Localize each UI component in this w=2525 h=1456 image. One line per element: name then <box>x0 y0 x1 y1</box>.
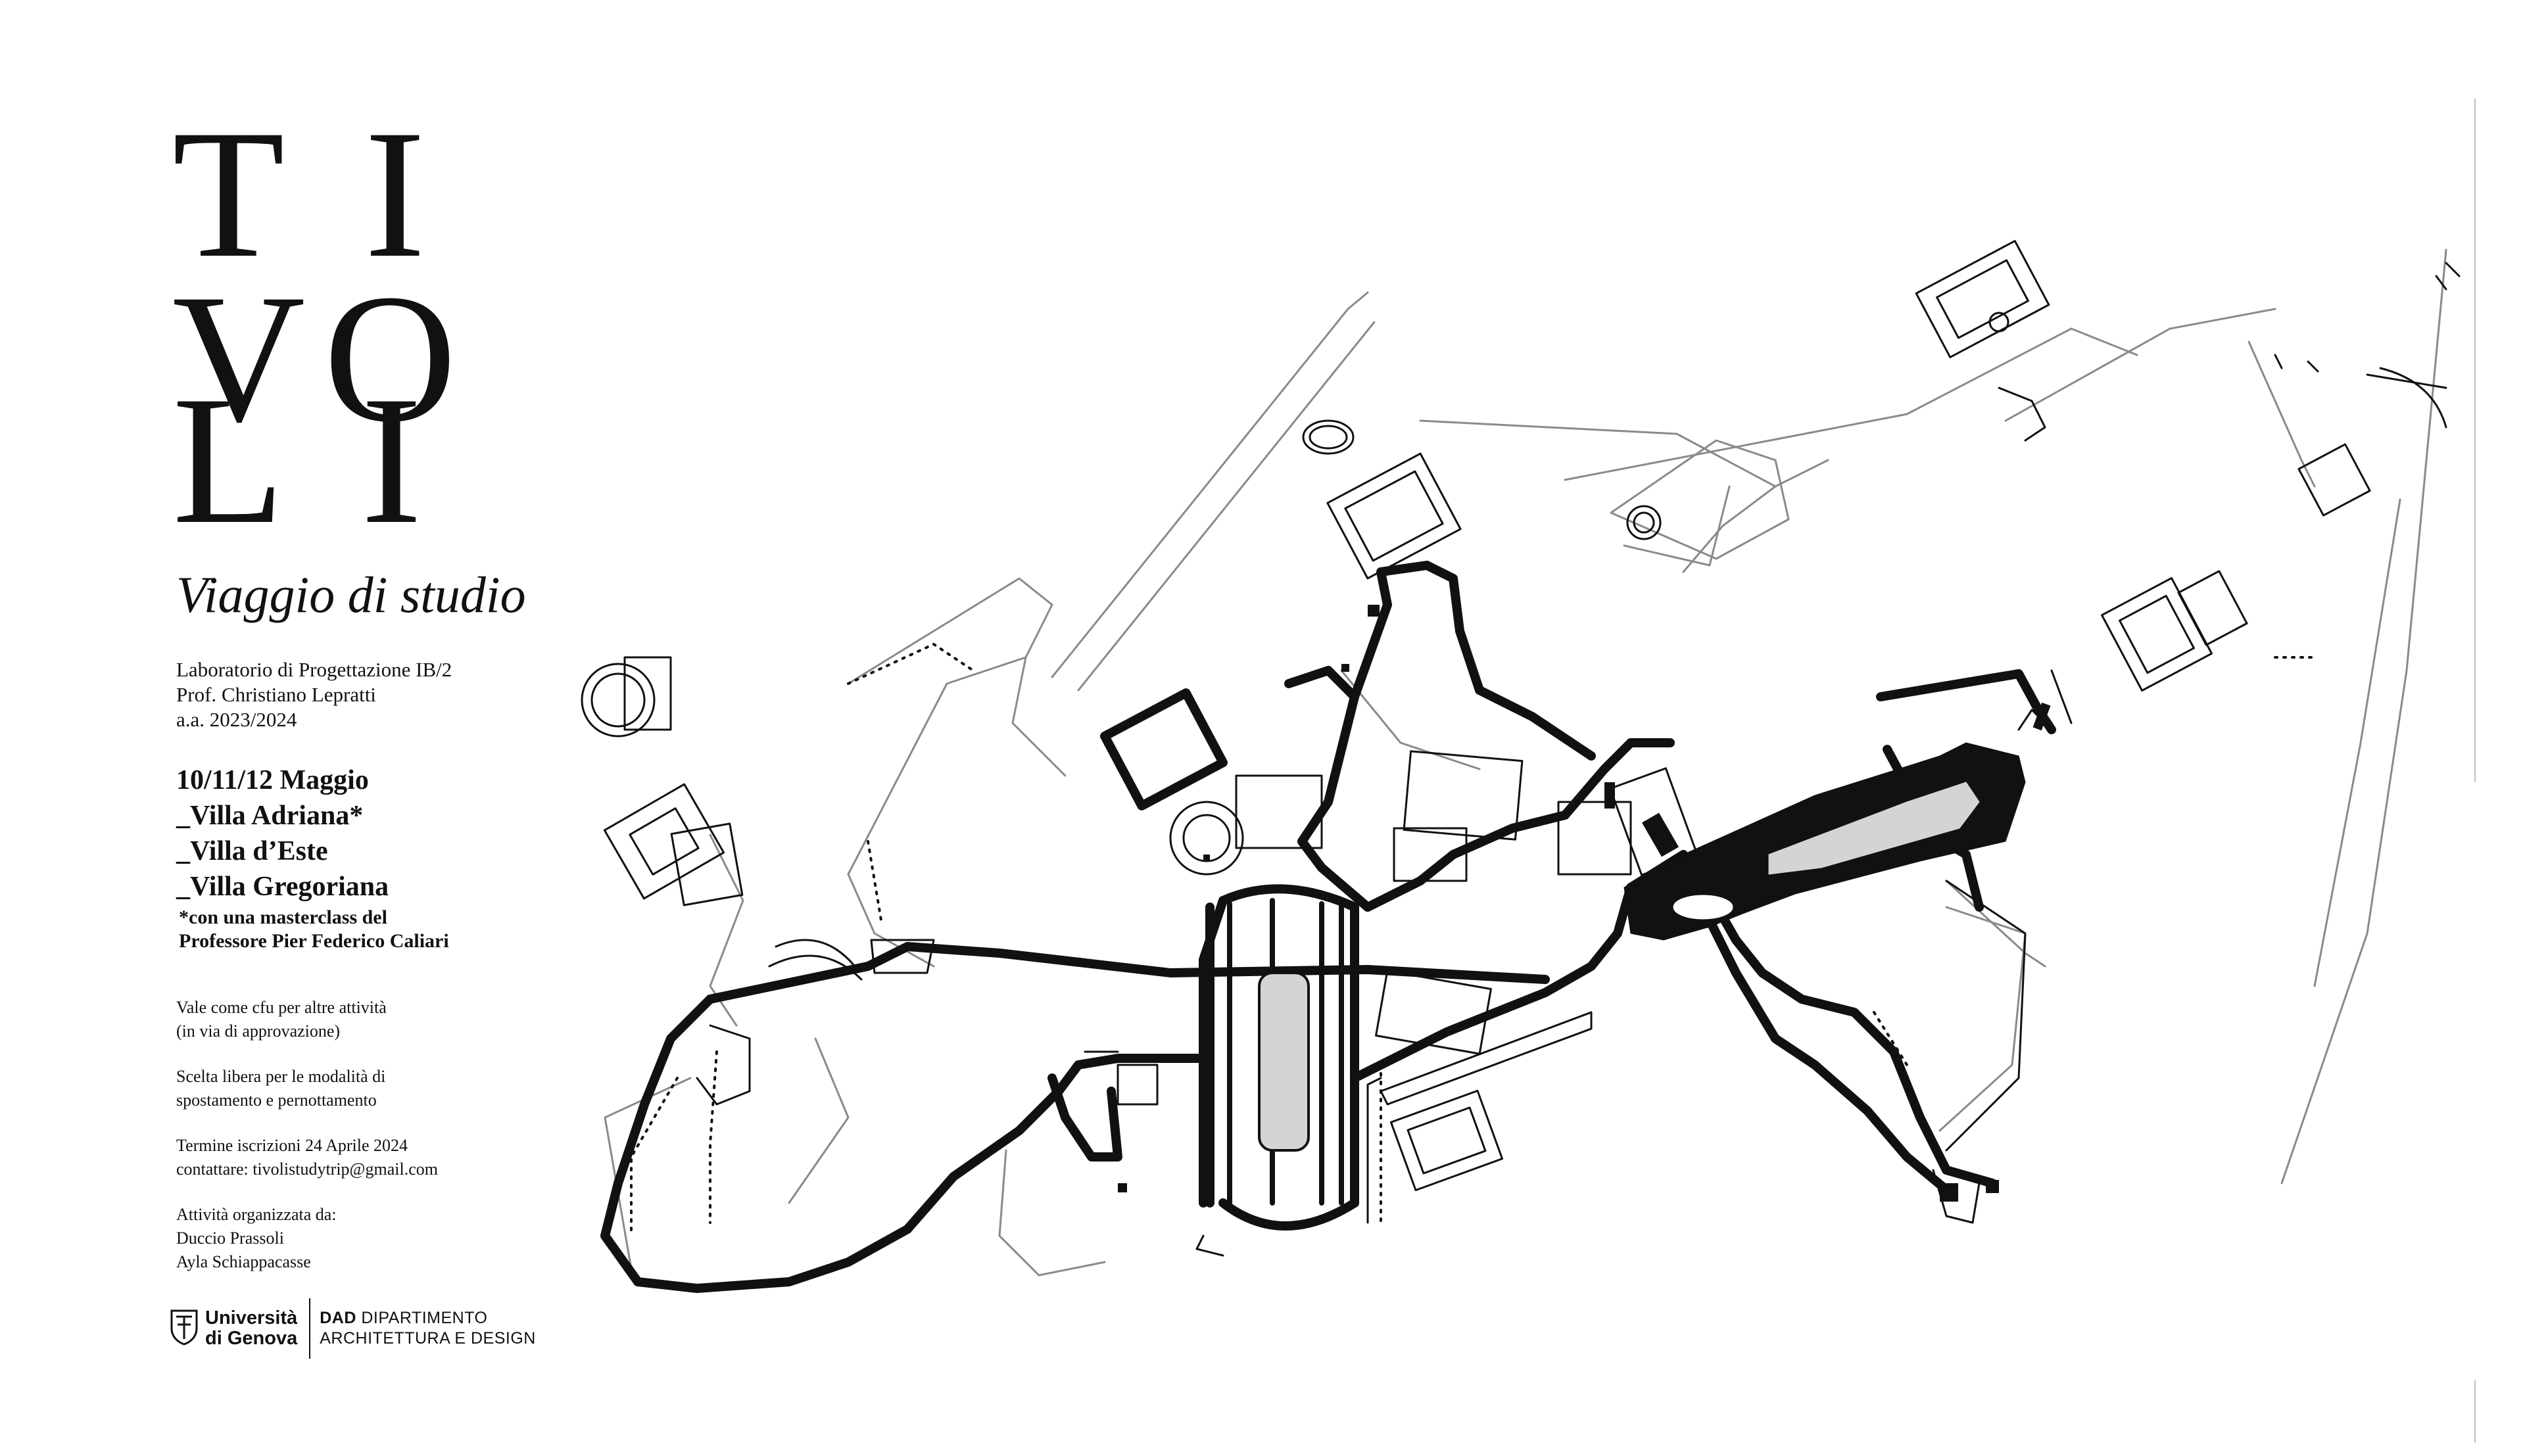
unige-name-line: Università <box>205 1307 298 1328</box>
long-basin <box>1623 742 2026 941</box>
organizer-name: Ayla Schiappacasse <box>176 1252 311 1271</box>
main-paths <box>600 561 2056 1293</box>
contact-email: contattare: tivolistudytrip@gmail.com <box>176 1160 438 1179</box>
organizers: Attività organizzata da: Duccio Prassoli… <box>176 1203 337 1274</box>
building-outlines <box>581 240 2461 1257</box>
registration-note: Termine iscrizioni 24 Aprile 2024 contat… <box>176 1134 438 1181</box>
course-professor: Prof. Christiano Lepratti <box>176 683 376 706</box>
title-line-1: T I <box>172 91 445 296</box>
course-info: Laboratorio di Progettazione IB/2 Prof. … <box>176 657 452 732</box>
title-line-2: VO <box>172 256 475 460</box>
organizer-name: Duccio Prassoli <box>176 1229 284 1248</box>
dad-abbr: DAD <box>320 1309 356 1327</box>
square-court <box>1100 688 1228 810</box>
dad-logo: DAD DIPARTIMENTO ARCHITETTURA E DESIGN <box>320 1308 536 1349</box>
cfu-note: Vale come cfu per altre attività (in via… <box>176 996 387 1043</box>
subtitle: Viaggio di studio <box>176 566 526 623</box>
academic-year: a.a. 2023/2024 <box>176 708 297 731</box>
dad-line: ARCHITETTURA E DESIGN <box>320 1329 536 1348</box>
travel-choice-note: Scelta libera per le modalità di spostam… <box>176 1065 385 1112</box>
travel-choice-line: spostamento e pernottamento <box>176 1091 377 1110</box>
course-name: Laboratorio di Progettazione IB/2 <box>176 658 452 681</box>
logo-divider <box>309 1298 311 1359</box>
masterclass-note: *con una masterclass del Professore Pier… <box>179 906 449 953</box>
filled-walls <box>1118 605 2051 1202</box>
masterclass-line: Professore Pier Federico Caliari <box>179 930 449 952</box>
trip-dates: 10/11/12 Maggio <box>176 765 369 795</box>
cfu-line: Vale come cfu per altre attività <box>176 998 387 1017</box>
site-boundary-lines <box>604 248 2447 1277</box>
registration-deadline: Termine iscrizioni 24 Aprile 2024 <box>176 1136 408 1155</box>
colonnade-dots <box>630 643 2316 1237</box>
trip-details: 10/11/12 Maggio _Villa Adriana* _Villa d… <box>176 763 389 904</box>
edge-rule-top <box>2474 99 2476 782</box>
dad-line: DIPARTIMENTO <box>361 1309 488 1327</box>
organizers-label: Attività organizzata da: <box>176 1205 337 1224</box>
pool-rectangle <box>1258 972 1310 1152</box>
trip-place: _Villa d’Este <box>176 836 328 866</box>
trip-place: _Villa Adriana* <box>176 801 364 831</box>
title-line-3: L I <box>172 358 441 562</box>
institution-logos: Università di Genova DAD DIPARTIMENTO AR… <box>170 1298 536 1359</box>
trip-place: _Villa Gregoriana <box>176 872 389 902</box>
unige-name-line: di Genova <box>205 1328 298 1349</box>
travel-choice-line: Scelta libera per le modalità di <box>176 1067 386 1086</box>
cfu-line: (in via di approvazione) <box>176 1022 341 1041</box>
edge-rule-bottom <box>2474 1380 2476 1443</box>
masterclass-line: *con una masterclass del <box>179 906 387 928</box>
shield-crest-icon <box>170 1309 199 1349</box>
unige-logo: Università di Genova <box>170 1308 297 1349</box>
